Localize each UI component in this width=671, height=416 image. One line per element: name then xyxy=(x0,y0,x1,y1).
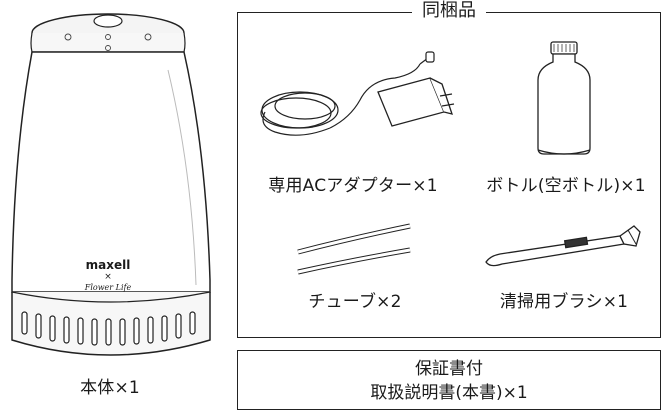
main-unit-label: 本体×1 xyxy=(80,378,140,398)
cleaning-brush-label: 清掃用ブラシ×1 xyxy=(499,292,629,312)
warranty-label: 保証書付 xyxy=(415,359,483,379)
bottle-label: ボトル(空ボトル)×1 xyxy=(486,176,646,196)
brand-collab-mark: × xyxy=(104,272,112,282)
tubes-label: チューブ×2 xyxy=(308,292,402,312)
contents-box: 同梱品 xyxy=(237,0,661,338)
contents-box-title: 同梱品 xyxy=(412,0,486,22)
documents-box: 保証書付 取扱説明書(本書)×1 xyxy=(237,350,661,410)
collab-brand-logo: Flower Life xyxy=(84,283,132,292)
ac-adapter-label: 専用ACアダプター×1 xyxy=(268,176,438,196)
brand-logo: maxell xyxy=(85,258,131,272)
manual-label: 取扱説明書(本書)×1 xyxy=(370,383,528,403)
